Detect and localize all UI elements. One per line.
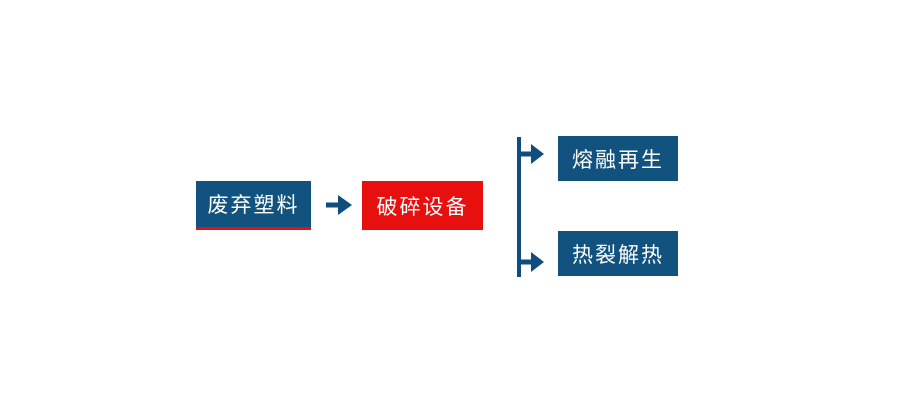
node-pyrolysis-heat-label: 热裂解热: [572, 243, 664, 267]
node-pyrolysis-heat: 热裂解热: [558, 231, 678, 276]
node-crushing-equipment-label: 破碎设备: [376, 195, 469, 219]
node-waste-plastic: 废弃塑料: [196, 181, 311, 230]
node-melt-regeneration: 熔融再生: [558, 136, 678, 181]
branch-connector-line: [517, 137, 521, 277]
node-melt-regeneration-label: 熔融再生: [572, 148, 664, 172]
node-crushing-equipment: 破碎设备: [362, 181, 483, 230]
node-waste-plastic-label: 废弃塑料: [207, 194, 300, 217]
right-arrow-icon: [519, 144, 544, 164]
right-arrow-icon: [519, 252, 544, 272]
right-arrow-icon: [326, 195, 352, 215]
